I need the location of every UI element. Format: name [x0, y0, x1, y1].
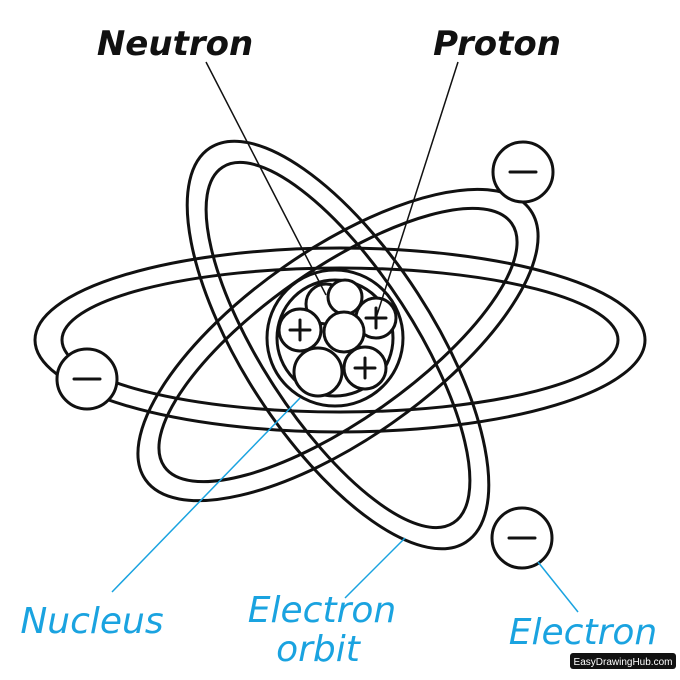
- electron-leader: [537, 561, 579, 613]
- neutron-particle: [322, 310, 366, 354]
- credit-text: EasyDrawingHub.com: [574, 657, 673, 668]
- electron-left: [55, 347, 119, 411]
- nucleus-leader: [111, 397, 301, 593]
- electron-label: Electron: [509, 612, 657, 653]
- neutron-label: Neutron: [97, 24, 253, 64]
- credit-badge: [570, 653, 676, 669]
- orbit-horizontal: [33, 246, 647, 434]
- electron-orbit-label-line1: Electron: [248, 590, 396, 631]
- orbit-tilted-right: [185, 139, 491, 551]
- proton-label: Proton: [433, 24, 561, 64]
- proton-leader: [375, 61, 459, 319]
- nucleus-label: Nucleus: [20, 601, 163, 642]
- nucleus: [265, 268, 405, 408]
- neutron-leader: [205, 61, 327, 296]
- proton-plus-icon: [288, 318, 312, 342]
- neutron-particle: [292, 346, 344, 398]
- electron-bottom-right: [490, 506, 554, 570]
- electron-top-right: [491, 140, 555, 204]
- electron-orbit-label-line2: orbit: [276, 629, 362, 670]
- electron-orbit-leader: [344, 537, 406, 599]
- proton-plus-icon: [353, 356, 377, 380]
